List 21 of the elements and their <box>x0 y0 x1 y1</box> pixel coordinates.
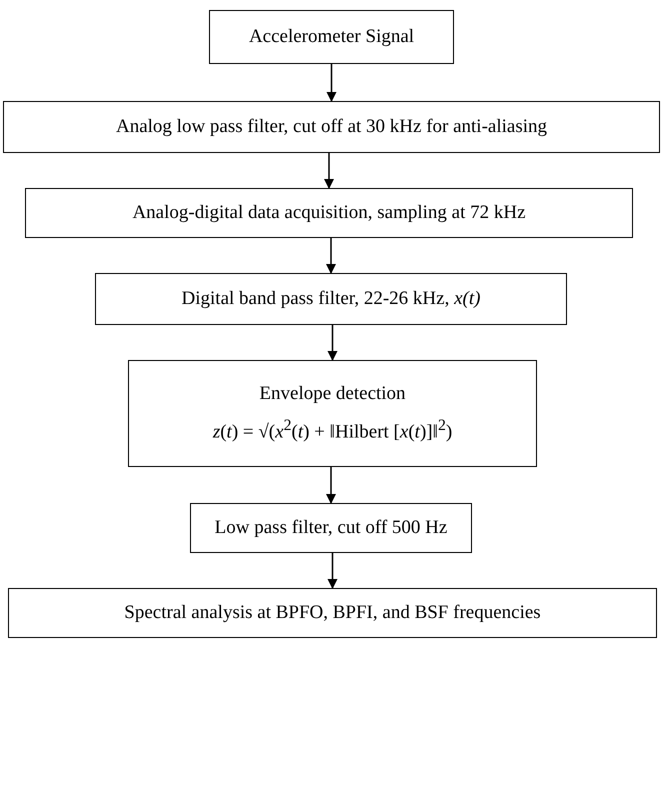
process-box <box>95 273 567 325</box>
arrow <box>326 64 336 102</box>
process-box <box>128 360 537 467</box>
box-label: Low pass filter, cut off 500 Hz <box>214 516 448 540</box>
box-label: Digital band pass filter, 22-26 kHz, x(t) <box>182 286 480 311</box>
arrow <box>328 325 338 361</box>
process-box <box>190 503 472 553</box>
formula: z(t) = √(x$^{2}$(t) + ‖Hilbert [x(t)]‖$^{2}$) <box>212 416 452 445</box>
arrow <box>326 467 336 504</box>
box-label: Spectral analysis at BPFO, BPFI, and BSF frequencies <box>124 600 541 625</box>
arrow <box>324 153 334 189</box>
box-label: Analog-digital data acquisition, sampling at 72 kHz <box>132 200 526 225</box>
process-box <box>209 10 454 64</box>
process-box <box>25 188 633 238</box>
box-label: Analog low pass filter, cut off at 30 kHz for anti-aliasing <box>116 114 548 139</box>
arrow <box>326 238 336 274</box>
process-box <box>3 101 660 153</box>
arrow <box>328 553 338 589</box>
box-label: Envelope detection <box>259 382 406 406</box>
box-label: Accelerometer Signal <box>248 24 414 49</box>
process-box <box>8 588 657 638</box>
